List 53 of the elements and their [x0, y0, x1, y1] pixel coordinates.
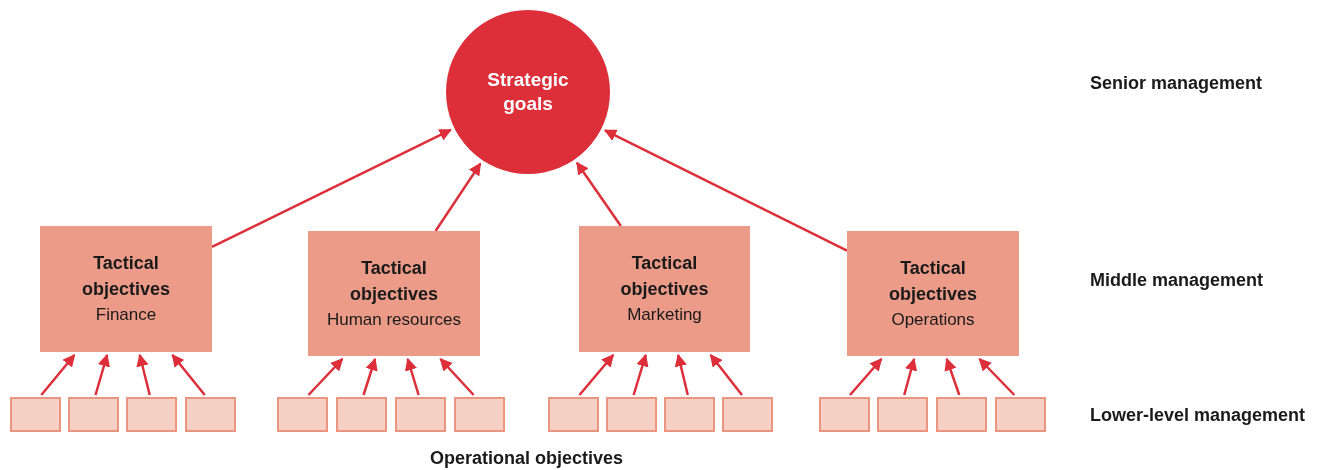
arrow: [136, 353, 151, 396]
operational-box: [336, 397, 387, 432]
operational-box: [68, 397, 119, 432]
arrow: [40, 354, 76, 396]
arrow: [575, 161, 622, 227]
operational-box: [277, 397, 328, 432]
level-label: Senior management: [1090, 72, 1263, 95]
arrow: [944, 357, 961, 396]
goal-text: Strategic goals: [486, 68, 570, 116]
arrow: [211, 128, 452, 248]
operational-box: [995, 397, 1046, 432]
arrow: [171, 354, 206, 396]
operational-box: [454, 397, 505, 432]
arrow: [709, 354, 743, 396]
arrow: [578, 354, 615, 396]
arrow: [434, 162, 482, 232]
box-heading: Tactical objectives: [887, 256, 978, 306]
operational-box: [126, 397, 177, 432]
department-name: Finance: [95, 304, 157, 326]
operational-box: [664, 397, 715, 432]
arrow: [674, 353, 689, 396]
operational-box: [606, 397, 657, 432]
tactical-box: [308, 231, 480, 356]
operational-box: [548, 397, 599, 432]
arrow: [94, 353, 110, 396]
group-label: Operational objectives: [430, 447, 624, 470]
tactical-box: [40, 226, 212, 352]
arrow: [632, 353, 649, 396]
operational-box: [395, 397, 446, 432]
operational-box: [722, 397, 773, 432]
arrow: [362, 357, 378, 396]
operational-box: [877, 397, 928, 432]
operational-box: [819, 397, 870, 432]
arrow: [849, 358, 883, 396]
box-heading: Tactical objectives: [348, 256, 439, 306]
box-heading: Tactical objectives: [80, 252, 171, 301]
department-name: Human resources: [326, 308, 462, 331]
tactical-box: [847, 231, 1019, 356]
arrow: [405, 357, 420, 396]
arrow: [307, 358, 344, 396]
arrow: [903, 357, 918, 396]
level-label: Middle management: [1090, 269, 1264, 292]
department-name: Marketing: [627, 304, 702, 326]
box-heading: Tactical objectives: [619, 252, 710, 301]
level-label: Lower-level management: [1090, 404, 1306, 427]
arrow: [603, 129, 848, 252]
operational-box: [10, 397, 61, 432]
arrow: [978, 358, 1016, 396]
operational-box: [185, 397, 236, 432]
arrow: [439, 358, 475, 396]
department-name: Operations: [891, 308, 975, 331]
operational-box: [936, 397, 987, 432]
tactical-box: [579, 226, 750, 352]
